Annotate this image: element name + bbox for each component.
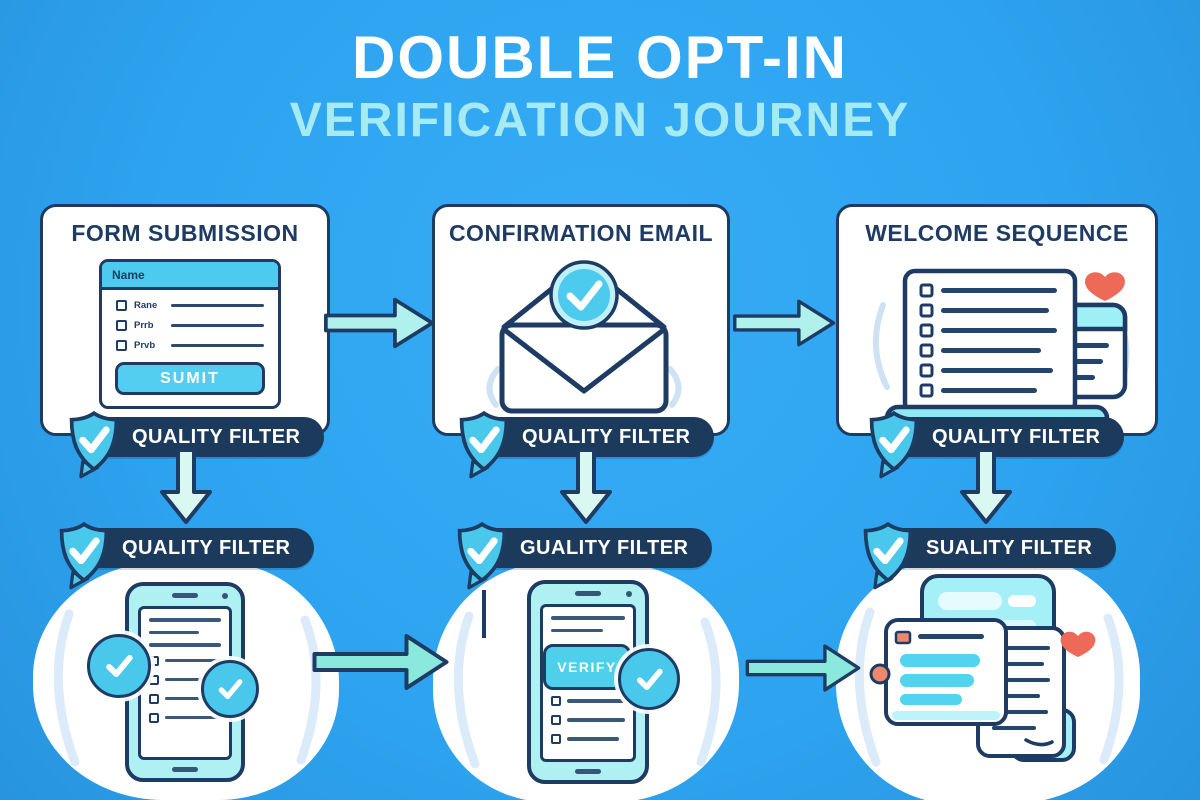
shield-check-icon [459,410,509,479]
shield-check-icon [69,410,119,479]
form-header-bar: Name [102,262,278,290]
form-header-label: Name [112,267,145,282]
shield-check-icon [59,521,109,590]
coral-dot [869,663,891,685]
arrow-email-to-welcome [733,299,836,347]
heart-icon [1085,272,1125,301]
phone-checklist-blob [33,562,339,800]
field-line [171,304,264,307]
stage-title-confirmation-email: CONFIRMATION EMAIL [448,220,714,246]
badge-string [482,590,486,638]
field-label: Rane [134,300,158,311]
field-line [171,344,264,347]
quality-filter-badge: QUALITY FILTER [869,410,1125,479]
stage-card-confirmation-email: CONFIRMATION EMAIL [432,204,730,436]
stage-title-form-submission: FORM SUBMISSION [71,220,299,246]
chat-welcome-illustration [869,574,1096,762]
quality-filter-badge: QUALITY FILTER [59,521,315,590]
arrow-phone-to-verify [312,634,449,690]
ripple-decor [53,609,321,767]
verify-button-illustration: VERIFY [543,644,631,690]
badge-label: QUALITY FILTER [932,425,1101,448]
arrow-form-to-email [324,297,435,349]
field-label: Prrb [134,320,154,331]
phone-home-bar [575,769,601,774]
arrow-verify-to-chat [745,644,861,692]
phone-speaker [575,591,601,596]
arrow-down-col3 [960,448,1012,524]
checkbox-icon [116,340,127,351]
field-label: Prvb [134,340,156,351]
subtitle: VERIFICATION JOURNEY [289,94,911,147]
form-field-row: Prrb [116,320,264,331]
checklist-rows [919,283,1057,398]
check-circle-icon [618,648,680,710]
shield-check-icon [869,410,919,479]
phone-camera [626,591,632,597]
form-field-row: Rane [116,300,264,311]
quality-filter-badge: SUALITY FILTER [863,521,1117,590]
field-line [171,324,264,327]
chat-welcome-blob [836,556,1140,800]
form-fields: Rane Prrb Prvb [102,290,278,355]
arrow-down-col1 [160,448,212,524]
check-circle-icon [201,660,259,718]
ripple-decor [854,607,1124,767]
badge-label: QUALITY FILTER [122,536,291,559]
arrow-down-col2 [560,448,612,524]
signup-form-illustration: Name Rane Prrb Prvb SUM [99,259,281,409]
check-circle-icon [87,634,151,698]
phone-speaker [172,593,198,598]
badge-label: GUALITY FILTER [520,536,689,559]
checkbox-icon [116,300,127,311]
submit-button-illustration: SUMIT [115,362,265,395]
main-title: DOUBLE OPT-IN [351,24,848,91]
shield-check-icon [863,521,913,590]
quality-filter-badge: QUALITY FILTER [459,410,715,479]
phone-verify-illustration: VERIFY [527,580,649,784]
header: DOUBLE OPT-IN VERIFICATION JOURNEY [0,26,1200,148]
checkbox-icon [116,320,127,331]
heart-icon [1060,631,1096,657]
form-field-row: Prvb [116,340,264,351]
badge-label: QUALITY FILTER [522,425,691,448]
shield-check-icon [457,521,507,590]
quality-filter-badge: QUALITY FILTER [69,410,325,479]
stage-card-welcome-sequence: WELCOME SEQUENCE [836,204,1158,436]
ripple-decor [453,611,721,769]
quality-filter-badge: GUALITY FILTER [457,521,713,638]
stage-title-welcome-sequence: WELCOME SEQUENCE [865,220,1129,246]
badge-label: SUALITY FILTER [926,536,1093,559]
stage-card-form-submission: FORM SUBMISSION Name Rane Prrb Prvb [40,204,330,436]
phone-verify-blob: VERIFY [433,562,739,800]
envelope-verified-icon [486,260,682,414]
badge-label: QUALITY FILTER [132,425,301,448]
phone-camera [222,593,228,599]
phone-home-bar [172,767,198,772]
